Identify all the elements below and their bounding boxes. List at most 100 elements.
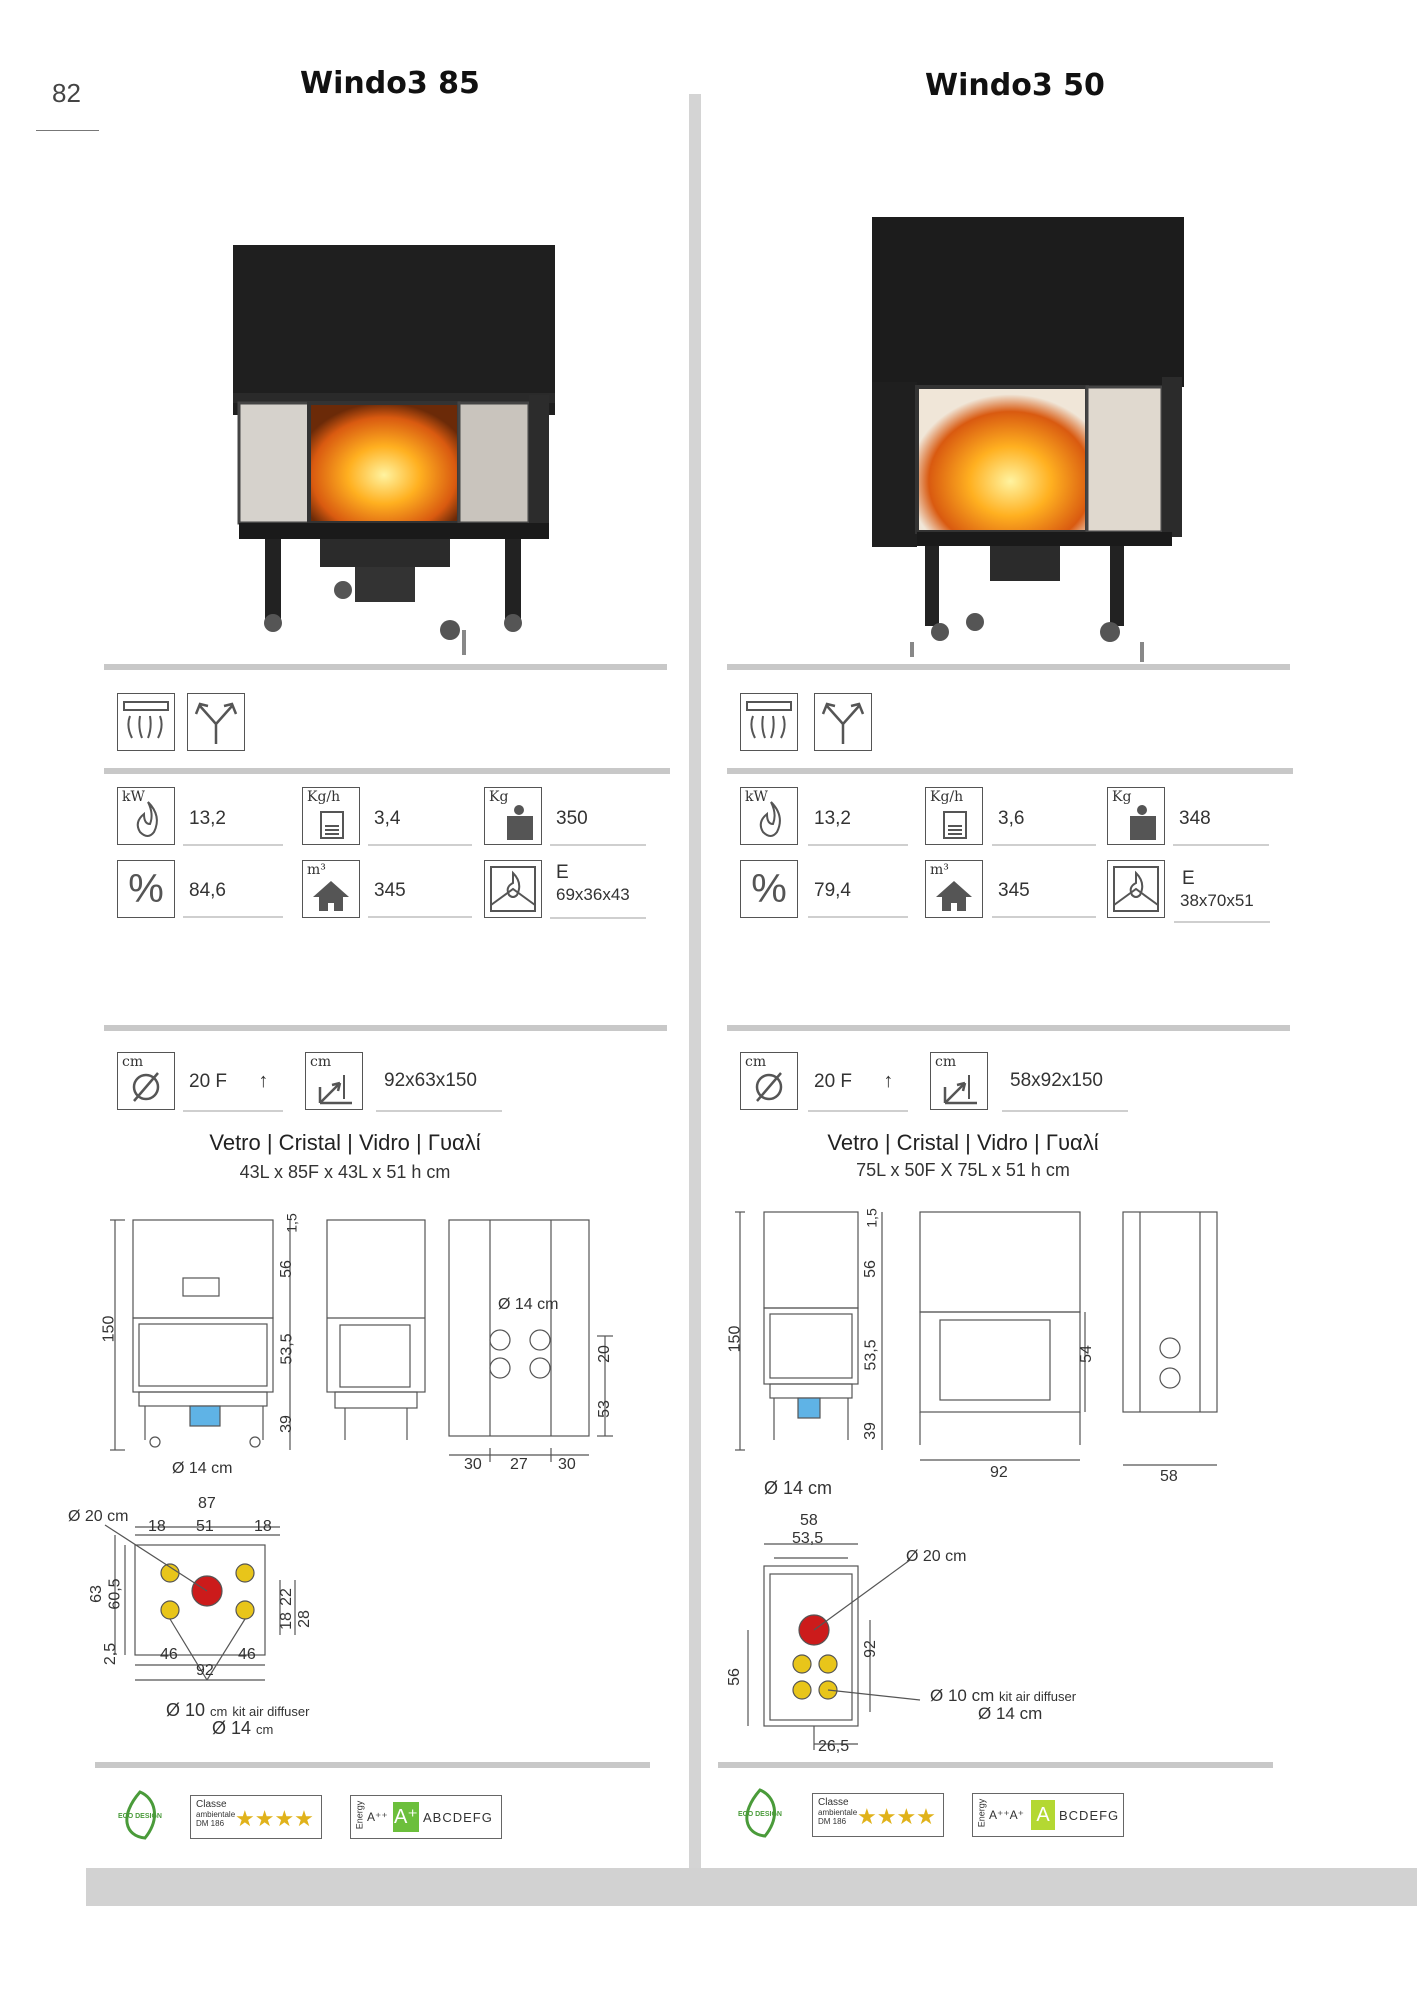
footprint-value: 58x92x150 <box>1002 1070 1128 1112</box>
kw-value: 13,2 <box>183 808 283 846</box>
page-number: 82 <box>52 78 81 108</box>
dim-53: 53 <box>595 1400 613 1418</box>
kw-power-icon: kW <box>117 787 175 845</box>
energy-label: Energy <box>976 1798 987 1828</box>
dim-60-5: 60,5 <box>106 1578 124 1610</box>
energy-class-badge: Energy A⁺⁺ A⁺ ABCDEFG <box>350 1795 502 1839</box>
footprint-value: 92x63x150 <box>376 1070 502 1112</box>
cm-unit: cm <box>256 1722 274 1737</box>
dim-d14-kit: Ø 14 cm <box>978 1704 1043 1723</box>
d14-text: Ø 14 <box>212 1718 252 1738</box>
footer-band <box>86 1868 1417 1906</box>
d10-text: Ø 10 cm <box>930 1686 995 1705</box>
eco-label: ECO DESIGN <box>738 1811 782 1818</box>
flue-text: 20 F <box>189 1071 228 1092</box>
glass-dimensions: 75L x 50F X 75L x 51 h cm <box>856 1160 1070 1180</box>
eco-label: ECO DESIGN <box>118 1813 162 1820</box>
energy-highlight: A⁺ <box>393 1802 419 1832</box>
classe-ambientale-badge: Classe ambientale DM 186 ★★★★ <box>190 1795 322 1839</box>
glass-dimensions: 43L x 85F x 43L x 51 h cm <box>239 1162 451 1182</box>
kgh-consumption-icon: Kg/h <box>925 787 983 845</box>
glass-heading: Vetro | Cristal | Vidro | Γυαλί <box>209 1130 481 1155</box>
dim-18: 18 <box>277 1612 295 1630</box>
section-divider <box>104 1025 667 1031</box>
cm-label: cm <box>935 1054 957 1070</box>
dim-56: 56 <box>277 1260 295 1278</box>
dim-d14: Ø 14 cm <box>172 1460 233 1477</box>
eco-design-badge: ECO DESIGN <box>115 1788 165 1842</box>
dim-26-5: 26,5 <box>818 1738 850 1755</box>
d10-text: Ø 10 <box>166 1700 206 1720</box>
classe-sub: ambientale <box>196 1810 236 1819</box>
dim-46-right: 46 <box>238 1646 256 1663</box>
kit-air-diffuser: kit air diffuser <box>998 1689 1077 1704</box>
technical-drawing-plan <box>747 1543 921 1750</box>
flue-value: 20 F ↑ <box>808 1070 908 1112</box>
dim-18-right: 18 <box>254 1518 272 1535</box>
flue-value: 20 F ↑ <box>183 1070 283 1112</box>
cm-label: cm <box>745 1054 767 1070</box>
dim-20: 20 <box>595 1345 613 1363</box>
classe-dm: DM 186 <box>818 1817 847 1826</box>
flue-text: 20 F <box>814 1071 853 1092</box>
weight-icon: Kg <box>1107 787 1165 845</box>
class-letter: E <box>1182 868 1195 889</box>
dim-1-5: 1,5 <box>863 1208 880 1228</box>
efficiency-icon: % <box>740 860 798 918</box>
m3-label: m³ <box>930 862 949 878</box>
classe-ambientale-badge: Classe ambientale DM 186 ★★★★ <box>812 1793 944 1837</box>
weight-icon: Kg <box>484 787 542 845</box>
kgh-label: Kg/h <box>930 789 964 805</box>
energy-rest: ABCDEFG <box>423 1810 493 1825</box>
dim-92: 92 <box>196 1662 214 1679</box>
page-number-underline <box>36 130 99 131</box>
dim-53-5: 53,5 <box>278 1333 296 1365</box>
section-divider <box>727 1025 1290 1031</box>
kg-label: Kg <box>489 789 509 805</box>
fireplace-image <box>233 245 555 655</box>
kg-label: Kg <box>1112 789 1132 805</box>
star-rating: ★★★★ <box>857 1804 936 1829</box>
efficiency-value: 79,4 <box>808 880 908 918</box>
dim-58: 58 <box>800 1512 818 1529</box>
dim-54: 54 <box>1077 1345 1095 1363</box>
technical-drawing-front <box>110 1219 613 1462</box>
classe-label: Classe <box>196 1799 227 1810</box>
kw-value: 13,2 <box>808 808 908 846</box>
kit-air-diffuser: kit air diffuser <box>232 1704 310 1719</box>
dim-d20: Ø 20 cm <box>68 1508 129 1525</box>
dim-150: 150 <box>100 1315 118 1343</box>
kw-label: kW <box>122 789 145 805</box>
dim-51: 51 <box>196 1518 214 1535</box>
volume-value: 345 <box>992 880 1096 918</box>
flue-diameter-icon: cm <box>117 1052 175 1110</box>
energy-label: Energy <box>354 1800 365 1830</box>
air-outlet-icon <box>814 693 872 751</box>
kw-label: kW <box>745 789 768 805</box>
dim-d20: Ø 20 cm <box>906 1548 967 1565</box>
dim-d10: Ø 10 cm kit air diffuser <box>930 1686 1076 1706</box>
section-divider <box>104 664 667 670</box>
dim-92: 92 <box>990 1464 1008 1481</box>
classe-label: Classe <box>818 1797 849 1808</box>
cm-label: cm <box>122 1054 144 1070</box>
product-title: Windo3 50 <box>925 68 1105 103</box>
footprint-icon: cm <box>930 1052 988 1110</box>
eco-design-badge: ECO DESIGN <box>735 1786 785 1840</box>
section-divider <box>727 768 1293 774</box>
heat-distribution-icon <box>740 693 798 751</box>
dim-39: 39 <box>277 1415 295 1433</box>
fireplace-image <box>872 217 1184 662</box>
energy-rest: BCDEFG <box>1059 1808 1120 1823</box>
dim-d14-top: Ø 14 cm <box>498 1296 559 1313</box>
dim-53-5: 53,5 <box>862 1339 880 1371</box>
kg-value: 350 <box>550 808 646 846</box>
dim-d14-kit: Ø 14 cm <box>212 1718 273 1739</box>
section-divider <box>95 1762 650 1768</box>
dim-2-5: 2,5 <box>102 1642 120 1666</box>
dim-27: 27 <box>510 1456 528 1473</box>
dim-92: 92 <box>861 1640 879 1658</box>
efficiency-icon: % <box>117 860 175 918</box>
glass-heading: Vetro | Cristal | Vidro | Γυαλί <box>827 1130 1099 1155</box>
dim-d10: Ø 10 cm kit air diffuser <box>166 1700 309 1721</box>
